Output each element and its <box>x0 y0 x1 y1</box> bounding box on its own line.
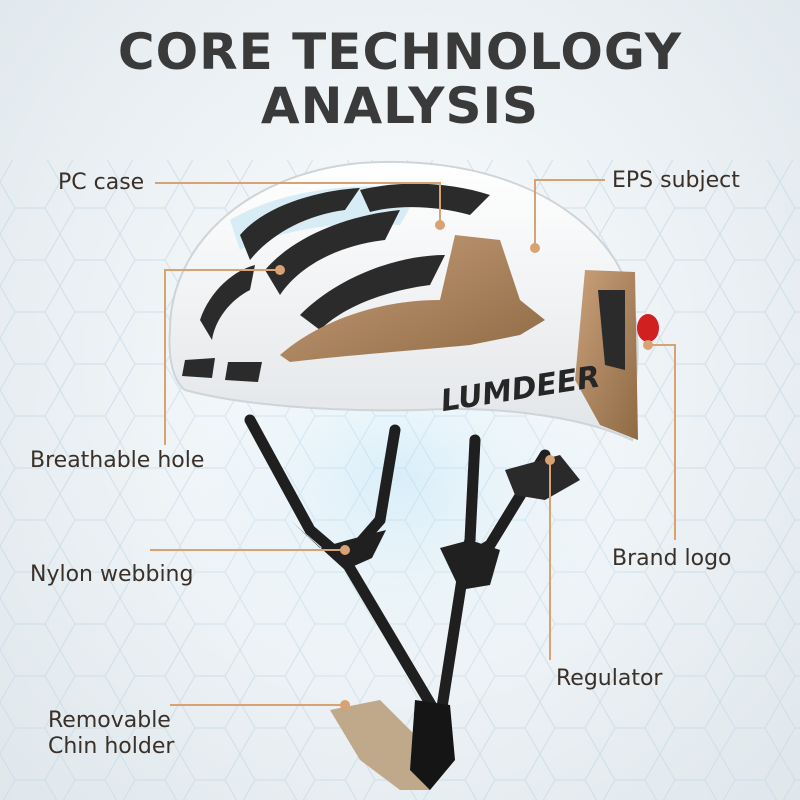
callout-dot-eps <box>530 243 540 253</box>
callout-lines <box>150 179 676 710</box>
callout-dot-chin <box>340 700 350 710</box>
label-eps-subject: EPS subject <box>612 168 740 193</box>
callout-dot-nylon <box>340 545 350 555</box>
headline-line-1: CORE TECHNOLOGY <box>117 23 683 81</box>
chin-buckle <box>410 700 455 790</box>
callout-line-pc-case <box>155 182 441 225</box>
eps-vent-rear <box>598 290 625 370</box>
headline-line-2: ANALYSIS <box>260 77 540 135</box>
eps-accent-front <box>280 235 545 362</box>
regulator-dial <box>505 455 580 500</box>
callout-line-eps <box>534 179 605 248</box>
label-regulator: Regulator <box>556 666 663 691</box>
label-nylon-webbing: Nylon webbing <box>30 562 194 587</box>
strap-divider-left <box>290 520 386 570</box>
callout-dot-breathable <box>275 265 285 275</box>
callout-line-brand <box>648 344 676 540</box>
callout-dot-brand <box>643 340 653 350</box>
callout-dot-regulator <box>545 455 555 465</box>
tail-light <box>637 314 659 342</box>
chin-holder-pad <box>330 700 430 790</box>
label-breathable-hole: Breathable hole <box>30 448 205 473</box>
label-chin-holder-2: Chin holder <box>48 734 175 759</box>
label-brand-logo: Brand logo <box>612 546 732 571</box>
callout-line-breathable <box>164 269 280 445</box>
label-pc-case: PC case <box>58 170 145 195</box>
strap-divider-right <box>440 540 500 590</box>
label-chin-holder-1: Removable <box>48 708 171 733</box>
callout-dot-pc-case <box>435 220 445 230</box>
